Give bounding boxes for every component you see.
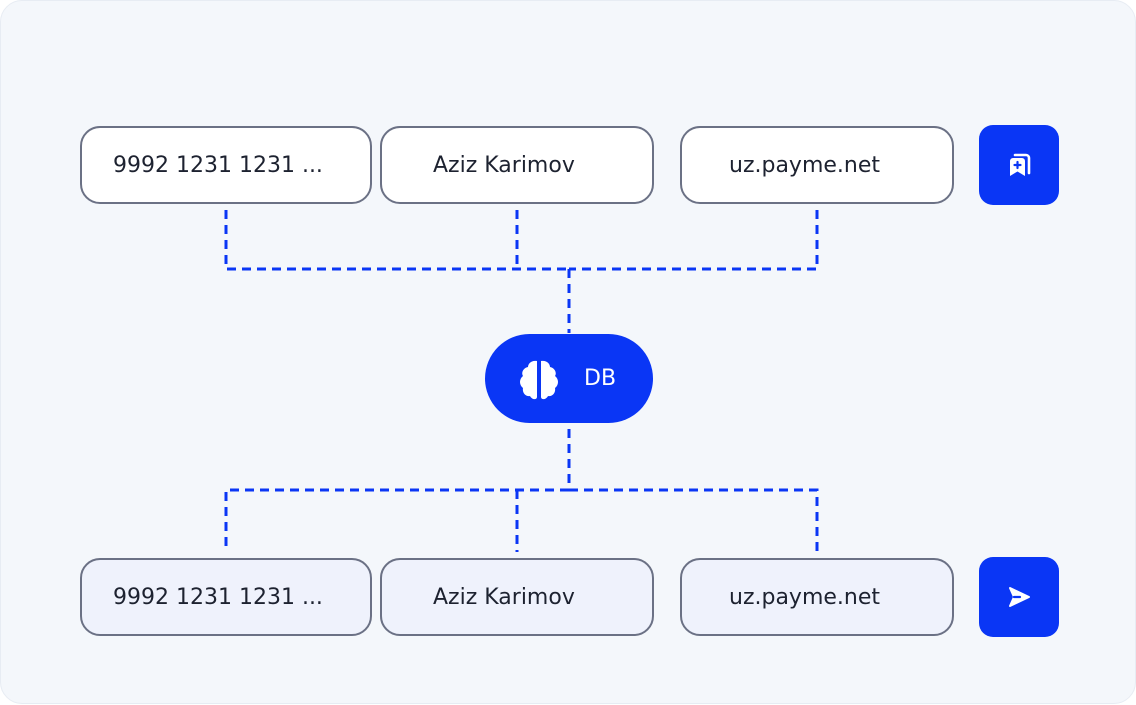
db-node[interactable]: DB [485,334,653,423]
bottom-name-field[interactable]: Aziz Karimov [380,558,654,636]
top-name-field[interactable]: Aziz Karimov [380,126,654,204]
bottom-domain-field[interactable]: uz.payme.net [680,558,954,636]
bottom-name-value: Aziz Karimov [433,584,575,610]
connector-bottom-domain [569,488,819,552]
bottom-domain-value: uz.payme.net [729,584,881,610]
top-domain-field[interactable]: uz.payme.net [680,126,954,204]
brain-icon [520,360,558,399]
bottom-card-number-field[interactable]: 9992 1231 1231 ... [80,558,372,636]
connector-top-domain [569,210,819,271]
top-card-number-field[interactable]: 9992 1231 1231 ... [80,126,372,204]
bottom-card-number-value: 9992 1231 1231 ... [113,584,323,610]
connector-top-card-number [224,210,569,271]
top-name-value: Aziz Karimov [433,152,575,178]
send-button[interactable] [979,557,1059,637]
db-label: DB [584,366,617,391]
save-button[interactable] [979,125,1059,205]
top-card-number-value: 9992 1231 1231 ... [113,152,323,178]
send-icon [1009,587,1030,607]
bookmark-plus-icon [1010,153,1031,176]
top-domain-value: uz.payme.net [729,152,881,178]
